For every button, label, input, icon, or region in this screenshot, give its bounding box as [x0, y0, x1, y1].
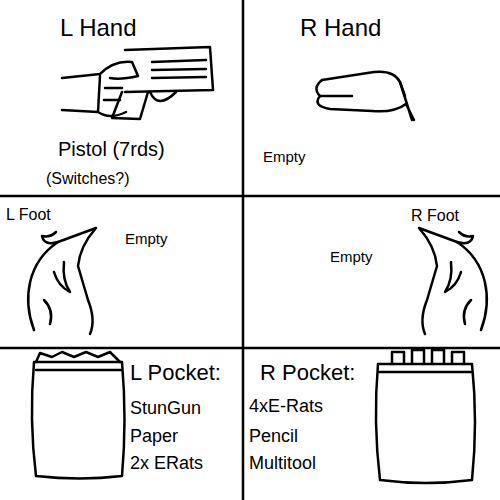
pocket-top [36, 352, 120, 362]
pocket-sketch [376, 350, 475, 483]
toe-line [44, 300, 51, 324]
grid-line [242, 0, 245, 500]
pistol-slide [125, 47, 213, 92]
pocket-slot: L Pocket: StunGunPaper 2x ERats [0, 348, 243, 500]
pocket-slot: R Pocket: 4xE-RatsPencilMultitool [243, 348, 500, 500]
slot-heading: R Foot [411, 207, 459, 225]
slot-item: Pencil [249, 426, 298, 447]
toe-line [464, 300, 471, 324]
slot-heading: R Hand [300, 14, 381, 42]
slot-item: Empty [125, 230, 168, 247]
foot-outline [419, 228, 487, 334]
slot-item: (Switches?) [46, 170, 130, 188]
pocket-outline [32, 362, 125, 479]
claw [54, 262, 70, 292]
pocket-sketch [32, 352, 125, 479]
open-hand-sketch [316, 72, 414, 120]
slot-item: Multitool [249, 453, 316, 474]
slot-item: Pistol (7rds) [58, 138, 165, 161]
slot-item: Empty [263, 148, 306, 165]
slot-heading: L Foot [6, 206, 51, 224]
foot-slot: R FootEmpty [243, 196, 500, 348]
pocket-seam [379, 371, 472, 374]
wrist-line [400, 82, 414, 120]
pocket-tabs [392, 350, 464, 364]
slot-item: 2x ERats [130, 453, 203, 474]
pocket-seam [36, 369, 121, 372]
claw [457, 232, 473, 243]
slot-item: 4xE-Rats [249, 396, 323, 417]
hand-fingers [62, 76, 126, 116]
pistol-hand-sketch [62, 47, 213, 119]
claw [42, 232, 58, 243]
hand-outline [316, 80, 352, 96]
foot-slot: L FootEmpty [0, 196, 243, 348]
hand-slot: L HandPistol (7rds) (Switches?) [0, 0, 243, 196]
claw [445, 262, 461, 292]
slot-item: Empty [330, 248, 373, 265]
claw-foot-sketch [419, 228, 487, 334]
slot-item: Paper [130, 426, 178, 447]
hand-outline [322, 72, 405, 96]
claw-foot-sketch [28, 228, 96, 334]
slot-item: StunGun [130, 398, 201, 419]
hand-slot: R HandEmpty [243, 0, 500, 196]
grid-line [0, 195, 500, 198]
pocket-outline [376, 364, 475, 483]
slot-heading: R Pocket: [260, 360, 355, 385]
pistol-serration [152, 60, 206, 78]
grid-line [0, 347, 500, 350]
slot-heading: L Pocket: [130, 360, 221, 385]
trigger-guard [150, 92, 176, 101]
slot-heading: L Hand [60, 14, 137, 42]
hand-outline [318, 96, 406, 111]
foot-outline [28, 228, 96, 334]
